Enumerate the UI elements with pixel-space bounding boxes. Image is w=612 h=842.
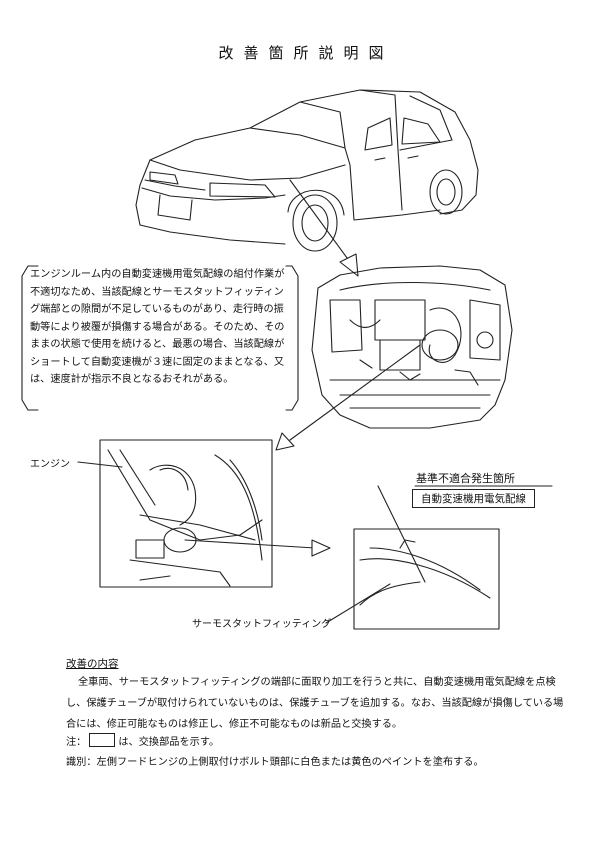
identification-note: 識別：左側フードヒンジの上側取付けボルト頭部に白色または黄色のペイントを塗布する… [66,757,484,768]
replacement-parts-note: 注： は、交換部品を示す。 [66,733,219,748]
thermostat-fitting-label: サーモスタットフィッティング [192,619,332,630]
at-wiring-label: 自動変速機用電気配線 [412,489,535,508]
engine-label: エンジン [30,459,70,470]
nonconformity-location-label: 基準不適合発生箇所 [416,472,515,485]
detail-box-engine [99,439,273,588]
car-illustration [135,89,479,252]
note-prefix: 注： [66,737,87,748]
improvement-body: 全車両、サーモスタットフィッティングの端部に面取り加工を行うと共に、自動変速機用… [66,677,564,730]
defect-description: エンジンルーム内の自動変速機用電気配線の組付作業が不適切なため、当該配線とサーモ… [30,269,285,385]
detail-box-fitting [353,528,500,630]
replacement-part-box-icon [89,733,116,747]
page-title: 改善箇所説明図 [218,44,394,62]
detail-fitting-drawing [359,539,491,606]
note-suffix: は、交換部品を示す。 [118,737,220,748]
improvement-heading: 改善の内容 [66,658,119,670]
detail-engine-drawing [107,449,263,587]
engine-bay-illustration [311,265,513,429]
